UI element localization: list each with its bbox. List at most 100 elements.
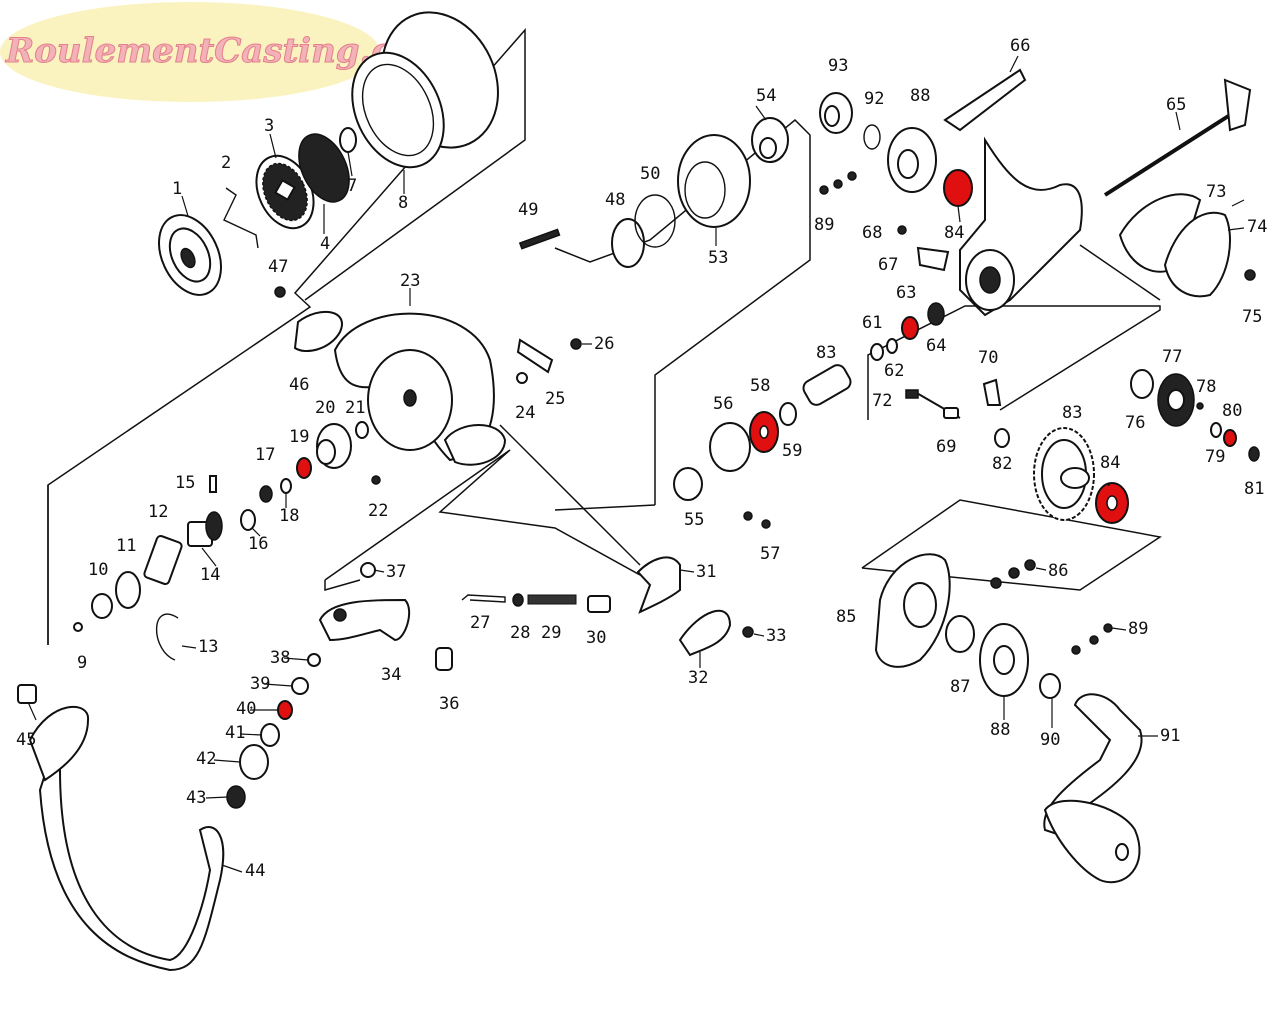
part-58-bearing: [749, 411, 779, 453]
label-86: 86: [1048, 561, 1068, 581]
label-34: 34: [381, 665, 401, 685]
part-11-ring: [115, 571, 141, 609]
label-58: 58: [750, 376, 770, 396]
part-9-pin: [73, 622, 83, 632]
label-27: 27: [470, 613, 490, 633]
part-46-clip: [293, 310, 343, 352]
part-36-screw: [435, 647, 453, 671]
part-4-drag-washer: [298, 133, 350, 203]
label-61: 61: [862, 313, 882, 333]
label-18: 18: [279, 506, 299, 526]
label-1: 1: [172, 179, 182, 199]
part-65-handle-shaft: [1103, 78, 1252, 197]
label-66: 66: [1010, 36, 1030, 56]
label-82: 82: [992, 454, 1012, 474]
label-7: 7: [347, 176, 357, 196]
part-62-collar: [886, 338, 898, 354]
label-89b: 89: [1128, 619, 1148, 639]
part-22-screw: [371, 475, 381, 485]
label-41: 41: [225, 723, 245, 743]
label-56: 56: [713, 394, 733, 414]
label-15: 15: [175, 473, 195, 493]
part-89b-screw-a: [1071, 645, 1081, 655]
label-54: 54: [756, 86, 776, 106]
part-44-bail-wire: [38, 763, 225, 972]
part-89a-screw-c: [847, 171, 857, 181]
part-23-rotor: [333, 312, 507, 466]
label-36: 36: [439, 694, 459, 714]
part-75-screw: [1244, 269, 1256, 281]
part-41-bushing: [260, 723, 280, 747]
part-24-ring: [516, 372, 528, 384]
part-19-bearing: [296, 457, 312, 479]
label-38: 38: [270, 648, 290, 668]
label-9: 9: [77, 653, 87, 673]
part-2-spring-clip: [223, 187, 259, 249]
label-30: 30: [586, 628, 606, 648]
part-25-bail-arm: [516, 338, 554, 374]
part-31-line-roller-cover: [636, 556, 681, 614]
label-37: 37: [386, 562, 406, 582]
part-87-washer: [945, 615, 975, 653]
part-15-pin: [209, 475, 217, 493]
part-76-washer: [1130, 369, 1154, 399]
part-12-plate: [143, 535, 183, 585]
label-22: 22: [368, 501, 388, 521]
part-45-bail-clamp: [17, 684, 90, 782]
part-80-bearing: [1223, 429, 1237, 447]
label-88a: 88: [910, 86, 930, 106]
label-21: 21: [345, 398, 365, 418]
part-66-body: [943, 68, 1083, 317]
label-91: 91: [1160, 726, 1180, 746]
label-24: 24: [515, 403, 535, 423]
label-84b: 84: [1100, 453, 1120, 473]
label-69: 69: [936, 437, 956, 457]
part-8-spool: [351, 11, 499, 169]
part-42-roller: [239, 744, 269, 780]
label-3: 3: [264, 116, 274, 136]
label-31: 31: [696, 562, 716, 582]
part-77-gear: [1157, 373, 1195, 427]
part-81-cap: [1248, 446, 1260, 462]
part-37-screw: [360, 562, 376, 578]
part-93-nut: [819, 92, 853, 134]
part-54-collar: [751, 117, 789, 163]
part-90-washer: [1039, 673, 1061, 699]
label-42: 42: [196, 749, 216, 769]
label-23: 23: [400, 271, 420, 291]
part-27-pin: [461, 594, 506, 603]
label-17: 17: [255, 445, 275, 465]
label-45: 45: [16, 730, 36, 750]
label-33: 33: [766, 626, 786, 646]
part-38-washer: [307, 653, 321, 667]
label-13: 13: [198, 637, 218, 657]
part-57-screw-a: [743, 511, 753, 521]
label-11: 11: [116, 536, 136, 556]
part-86-screw-c: [1024, 559, 1036, 571]
label-43: 43: [186, 788, 206, 808]
part-82-collar: [994, 428, 1010, 448]
label-76: 76: [1125, 413, 1145, 433]
label-59: 59: [782, 441, 802, 461]
part-89a-screw-a: [819, 185, 829, 195]
label-80: 80: [1222, 401, 1242, 421]
part-47-screw: [274, 286, 286, 298]
part-72-pin: [905, 389, 919, 399]
part-18-washer: [280, 478, 292, 494]
part-83b-drive-gear: [1033, 427, 1095, 521]
label-57: 57: [760, 544, 780, 564]
part-86-screw-b: [1008, 567, 1020, 579]
label-88b: 88: [990, 720, 1010, 740]
part-61-washer: [870, 343, 884, 361]
part-85-side-cover: [874, 553, 951, 668]
part-88b-side-plate: [979, 623, 1029, 697]
part-67-stopper: [916, 246, 950, 272]
part-29-spring: [527, 594, 577, 605]
part-7-washer: [339, 127, 357, 153]
part-83a-pinion-gear: [802, 364, 852, 406]
part-14-shaft: [187, 511, 223, 547]
part-32-bail-holder: [678, 609, 732, 657]
part-69-shaft: [914, 391, 961, 419]
label-16: 16: [248, 534, 268, 554]
part-70-lever: [982, 378, 1002, 406]
